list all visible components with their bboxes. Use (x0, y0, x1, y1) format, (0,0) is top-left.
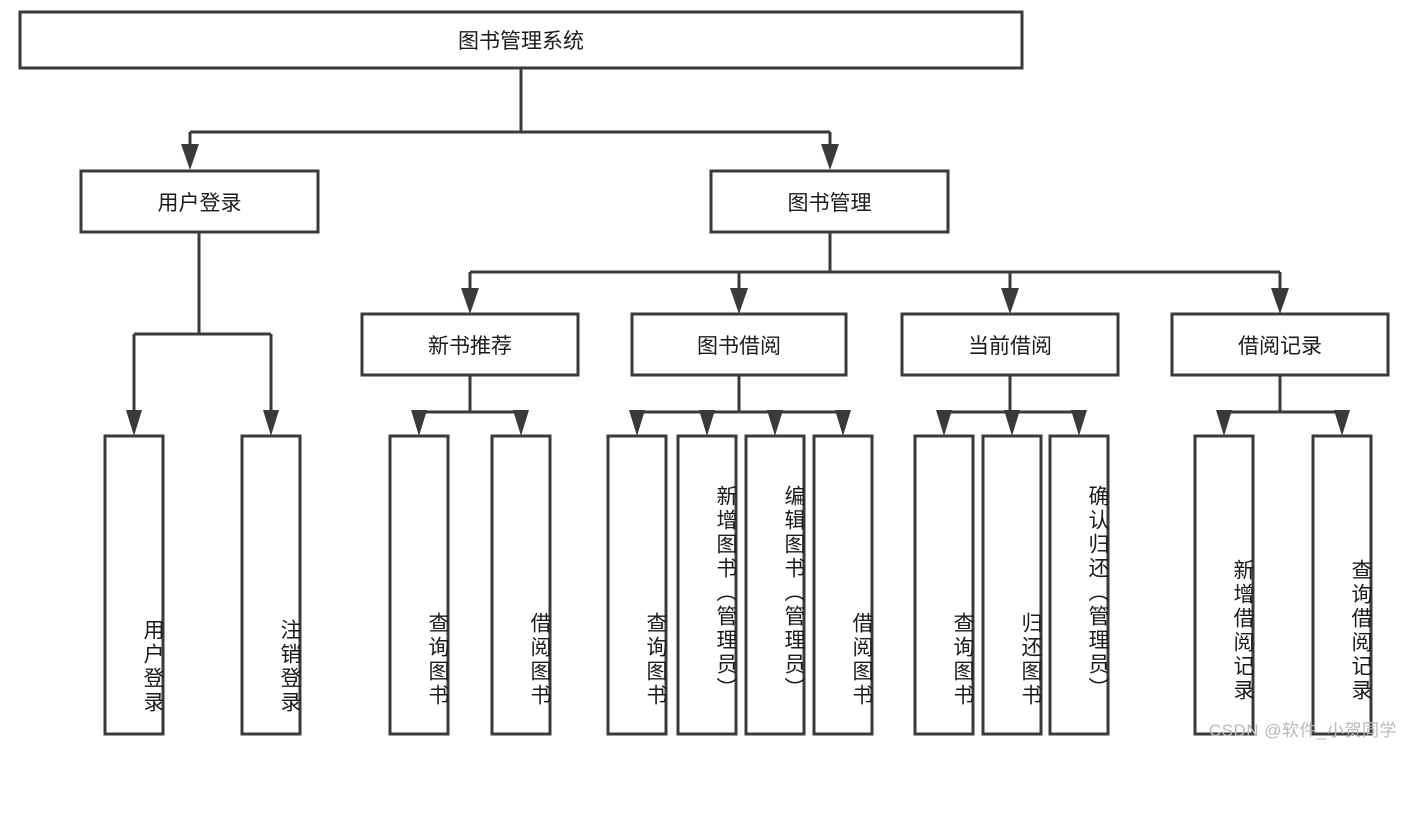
node-box-user-login[interactable] (79, 169, 320, 234)
node-box-leaf-user-login[interactable] (103, 434, 165, 736)
arrow-head-leaf-query-book-3 (936, 410, 952, 436)
arrow-head-leaf-user-logout (263, 410, 279, 436)
arrow-head-leaf-edit-book (767, 410, 783, 436)
node-box-new-book-recommend[interactable] (360, 312, 580, 377)
connectors-borrow-record-to-leaves (1216, 375, 1350, 436)
arrow-head-leaf-query-book-1 (411, 410, 427, 436)
arrow-head-book-manage (821, 144, 839, 170)
node-box-leaf-confirm-return[interactable] (1048, 434, 1110, 736)
node-box-root[interactable] (18, 10, 1024, 70)
node-box-leaf-borrow-book-1[interactable] (490, 434, 552, 736)
arrow-head-leaf-query-book-2 (629, 410, 645, 436)
arrow-head-leaf-add-record (1216, 410, 1232, 436)
connectors-user-login-to-leaves (126, 232, 279, 436)
node-box-borrow-record[interactable] (1170, 312, 1390, 377)
connectors-book-manage-to-level3 (461, 232, 1289, 314)
hierarchy-diagram-svg (18, 10, 1390, 736)
arrow-head-book-borrow (730, 288, 748, 314)
node-box-book-manage[interactable] (709, 169, 950, 234)
arrow-head-user-login (181, 144, 199, 170)
diagram-canvas: 图书管理系统 用户登录 图书管理 新书推荐 图书借阅 当前借阅 借阅记录 用户登… (18, 10, 1397, 740)
node-box-leaf-add-book[interactable] (676, 434, 738, 736)
arrow-head-leaf-confirm-return (1071, 410, 1087, 436)
connectors-new-book-to-leaves (411, 375, 529, 436)
arrow-head-borrow-record (1271, 288, 1289, 314)
node-box-leaf-user-logout[interactable] (240, 434, 302, 736)
arrow-head-current-borrow (1001, 288, 1019, 314)
node-box-leaf-edit-book[interactable] (744, 434, 806, 736)
arrow-head-leaf-add-book (699, 410, 715, 436)
node-box-leaf-query-book-3[interactable] (913, 434, 975, 736)
arrow-head-leaf-borrow-book-1 (513, 410, 529, 436)
watermark-text: CSDN @软件_小贺同学 (1208, 721, 1397, 740)
node-box-leaf-add-record[interactable] (1193, 434, 1255, 736)
node-box-leaf-return-book[interactable] (981, 434, 1043, 736)
node-box-book-borrow[interactable] (630, 312, 848, 377)
arrow-head-leaf-return-book (1004, 410, 1020, 436)
node-box-current-borrow[interactable] (900, 312, 1120, 377)
connectors-current-borrow-to-leaves (936, 375, 1087, 436)
connectors-root-to-level2 (181, 68, 839, 170)
arrow-head-leaf-query-record (1334, 410, 1350, 436)
arrow-head-new-book (461, 288, 479, 314)
node-box-leaf-borrow-book-2[interactable] (812, 434, 874, 736)
node-box-leaf-query-record[interactable] (1311, 434, 1373, 736)
connectors-book-borrow-to-leaves (629, 375, 851, 436)
node-box-leaf-query-book-1[interactable] (388, 434, 450, 736)
arrow-head-leaf-borrow-book-2 (835, 410, 851, 436)
node-box-leaf-query-book-2[interactable] (606, 434, 668, 736)
arrow-head-leaf-user-login (126, 410, 142, 436)
